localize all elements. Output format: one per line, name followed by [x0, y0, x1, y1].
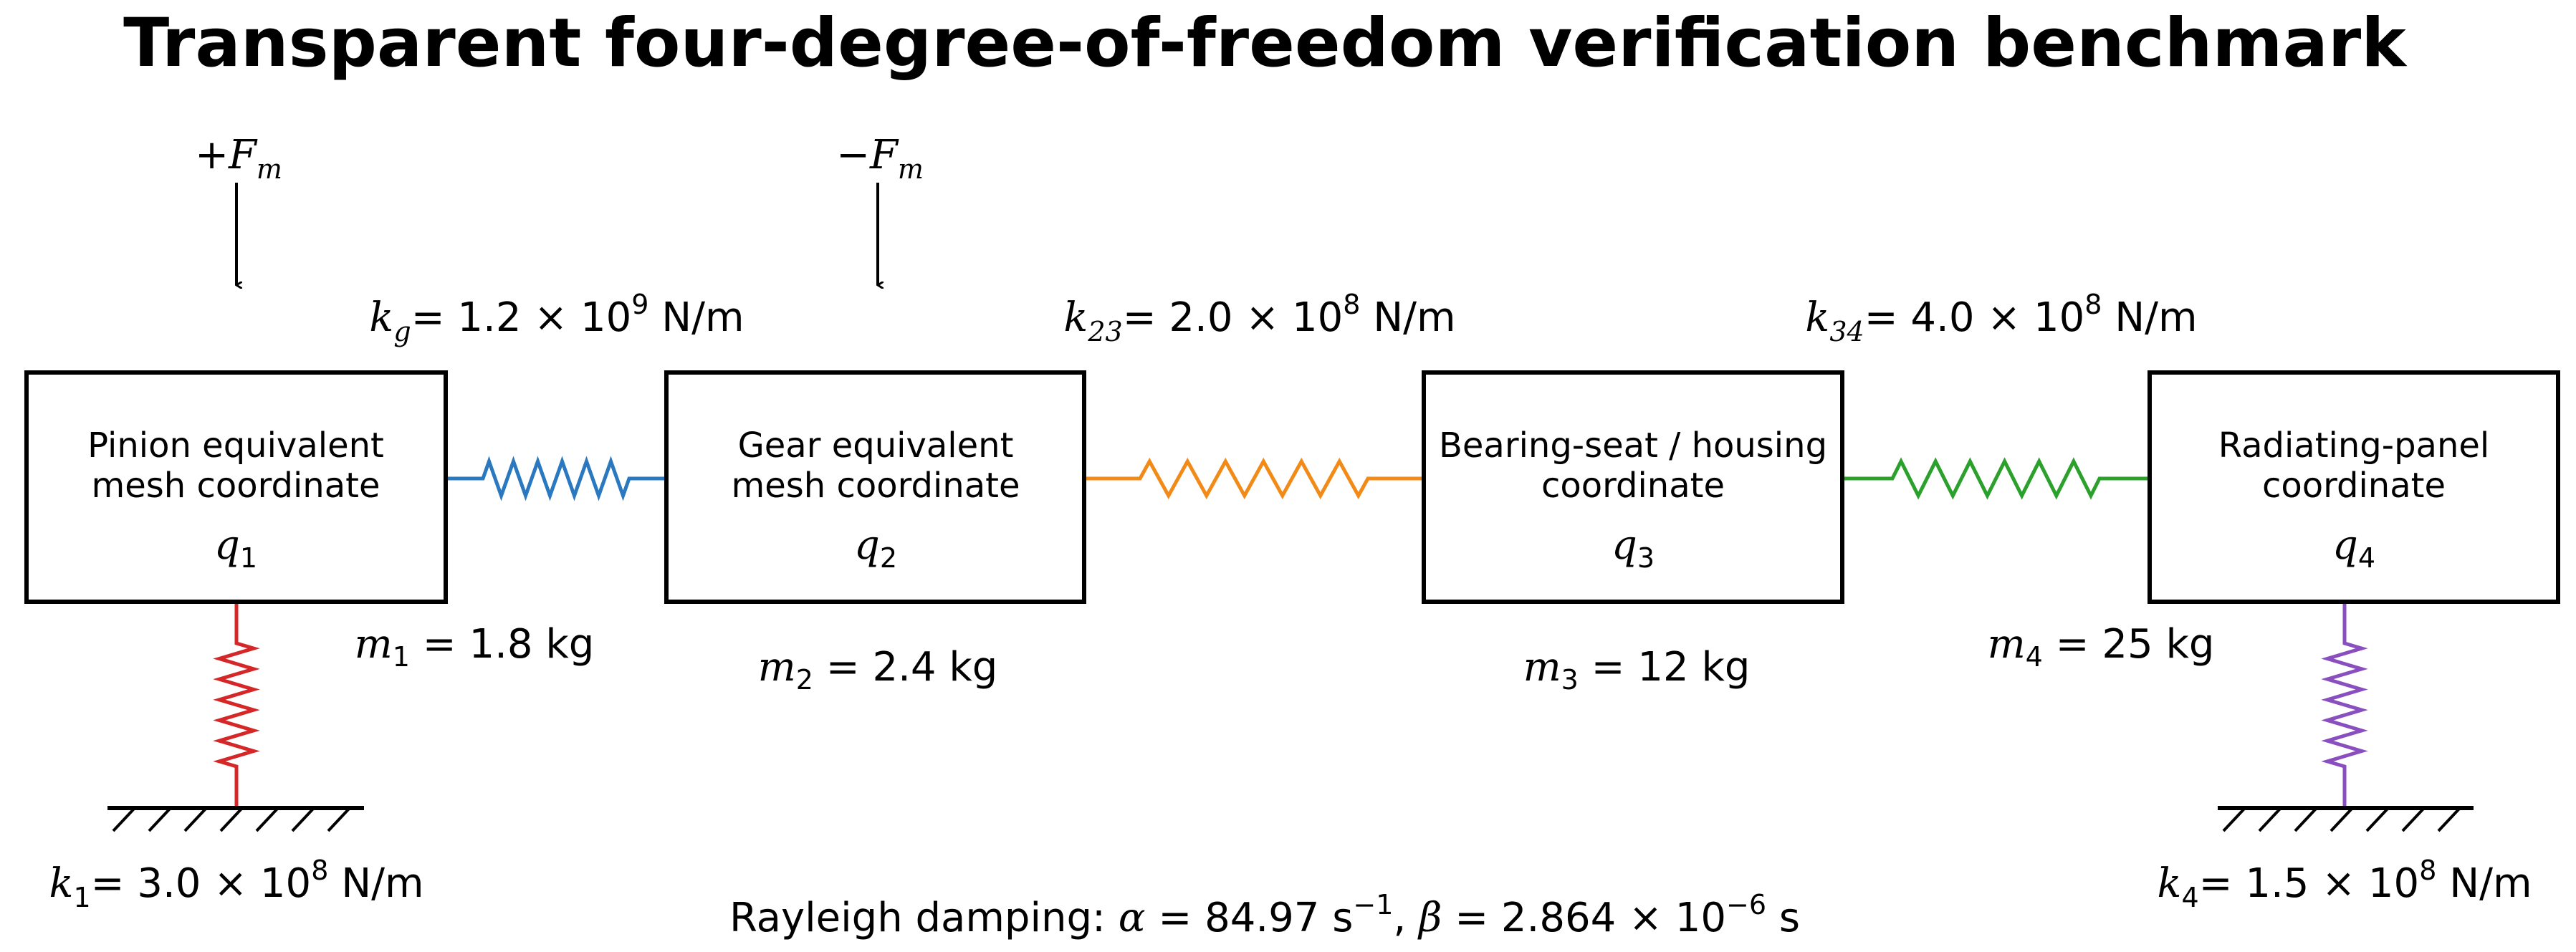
mass-title-line2: mesh coordinate	[92, 466, 380, 506]
mass-value-m2: m2 = 2.4 kg	[758, 644, 998, 696]
mass-title-line1: Gear equivalent	[738, 425, 1014, 466]
spring-k34	[1842, 457, 2150, 500]
mass-title-line1: Pinion equivalent	[87, 425, 384, 466]
mass-coordinate: q1	[214, 522, 257, 574]
mass-title-line1: Radiating-panel	[2218, 425, 2489, 466]
damping-note: Rayleigh damping: α = 84.97 s−1, β = 2.8…	[729, 889, 1800, 941]
mass-box-housing: Bearing-seat / housing coordinate q3	[1422, 370, 1844, 604]
mass-coordinate: q4	[2332, 522, 2375, 574]
spring-k1	[213, 602, 260, 808]
force-label-pinion: +Fm	[195, 132, 282, 185]
ground-support-left	[107, 806, 364, 832]
spring-kg	[446, 456, 666, 501]
mass-value-m1: m1 = 1.8 kg	[355, 621, 595, 673]
mass-coordinate: q2	[854, 522, 897, 574]
mass-title-line2: mesh coordinate	[732, 466, 1020, 506]
mass-box-gear: Gear equivalent mesh coordinate q2	[664, 370, 1086, 604]
mass-value-m3: m3 = 12 kg	[1523, 644, 1751, 696]
force-label-gear: −Fm	[836, 132, 924, 185]
mass-box-pinion: Pinion equivalent mesh coordinate q1	[24, 370, 448, 604]
ground-support-right	[2218, 806, 2474, 832]
spring-label-kg: kg= 1.2 × 109 N/m	[369, 289, 744, 347]
spring-label-k23: k23= 2.0 × 108 N/m	[1063, 289, 1455, 347]
mass-title-line2: coordinate	[1541, 466, 1725, 506]
mass-coordinate: q3	[1612, 522, 1655, 574]
mass-value-m4: m4 = 25 kg	[1988, 621, 2215, 673]
mass-title-line1: Bearing-seat / housing	[1439, 425, 1827, 466]
mass-title-line2: coordinate	[2262, 466, 2446, 506]
spring-k23	[1084, 457, 1424, 500]
mass-box-panel: Radiating-panel coordinate q4	[2148, 370, 2560, 604]
diagram-title: Transparent four-degree-of-freedom verif…	[123, 4, 2408, 82]
spring-label-k1: k1= 3.0 × 108 N/m	[49, 855, 424, 913]
spring-label-k4: k4= 1.5 × 108 N/m	[2158, 855, 2532, 913]
spring-k4	[2321, 602, 2368, 808]
spring-label-k34: k34= 4.0 × 108 N/m	[1805, 289, 2197, 347]
